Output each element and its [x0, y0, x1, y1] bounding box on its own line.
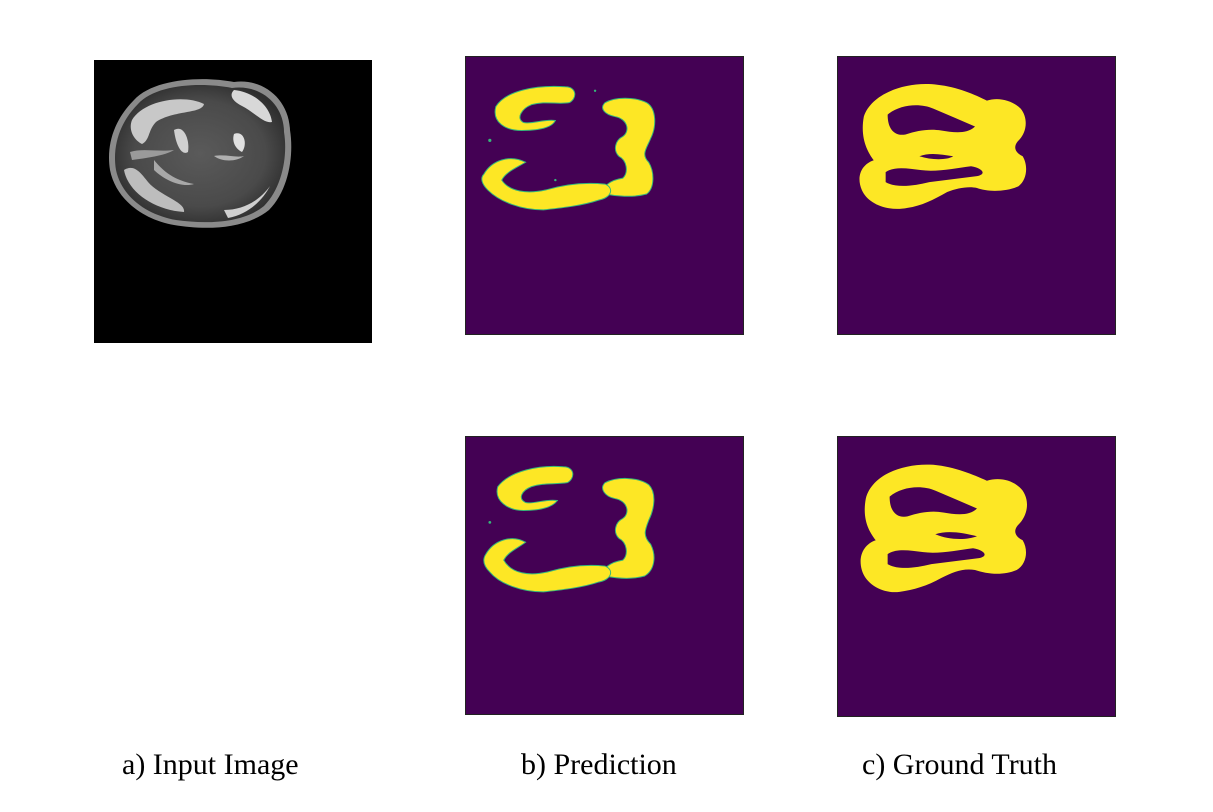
ground-truth-mask-graphic [838, 57, 1115, 334]
mri-slice-graphic [109, 79, 292, 228]
ground-truth-mask-graphic [838, 437, 1115, 716]
ground-truth-caption: c) Ground Truth [862, 748, 1058, 781]
prediction-mask-bottom [465, 436, 744, 715]
ground-truth-mask-bottom [837, 436, 1116, 717]
prediction-caption: b) Prediction [521, 748, 677, 781]
input-image-caption: a) Input Image [122, 748, 299, 781]
prediction-mask-top [465, 56, 744, 335]
prediction-mask-graphic [466, 57, 743, 334]
prediction-mask-graphic [466, 437, 743, 714]
ground-truth-mask-top [837, 56, 1116, 335]
input-image [94, 60, 372, 343]
